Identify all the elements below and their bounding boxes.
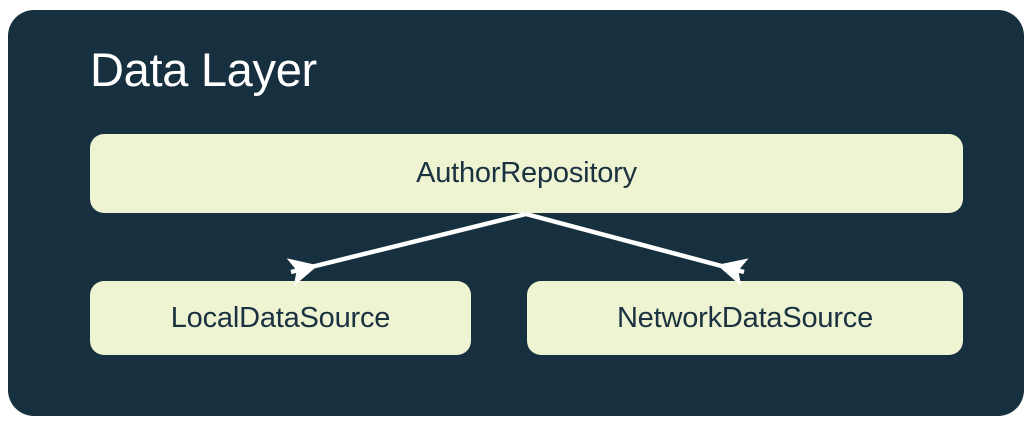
node-author-repository-label: AuthorRepository (416, 157, 637, 189)
node-local-data-source-label: LocalDataSource (170, 301, 391, 334)
data-layer-panel: Data Layer (8, 10, 1024, 416)
node-local-data-source[interactable]: LocalDataSource (90, 281, 471, 355)
page-title: Data Layer (90, 43, 317, 96)
node-author-repository[interactable]: AuthorRepository (90, 134, 963, 213)
node-network-data-source-label: NetworkDataSource (616, 301, 874, 334)
node-network-data-source[interactable]: NetworkDataSource (527, 281, 963, 355)
